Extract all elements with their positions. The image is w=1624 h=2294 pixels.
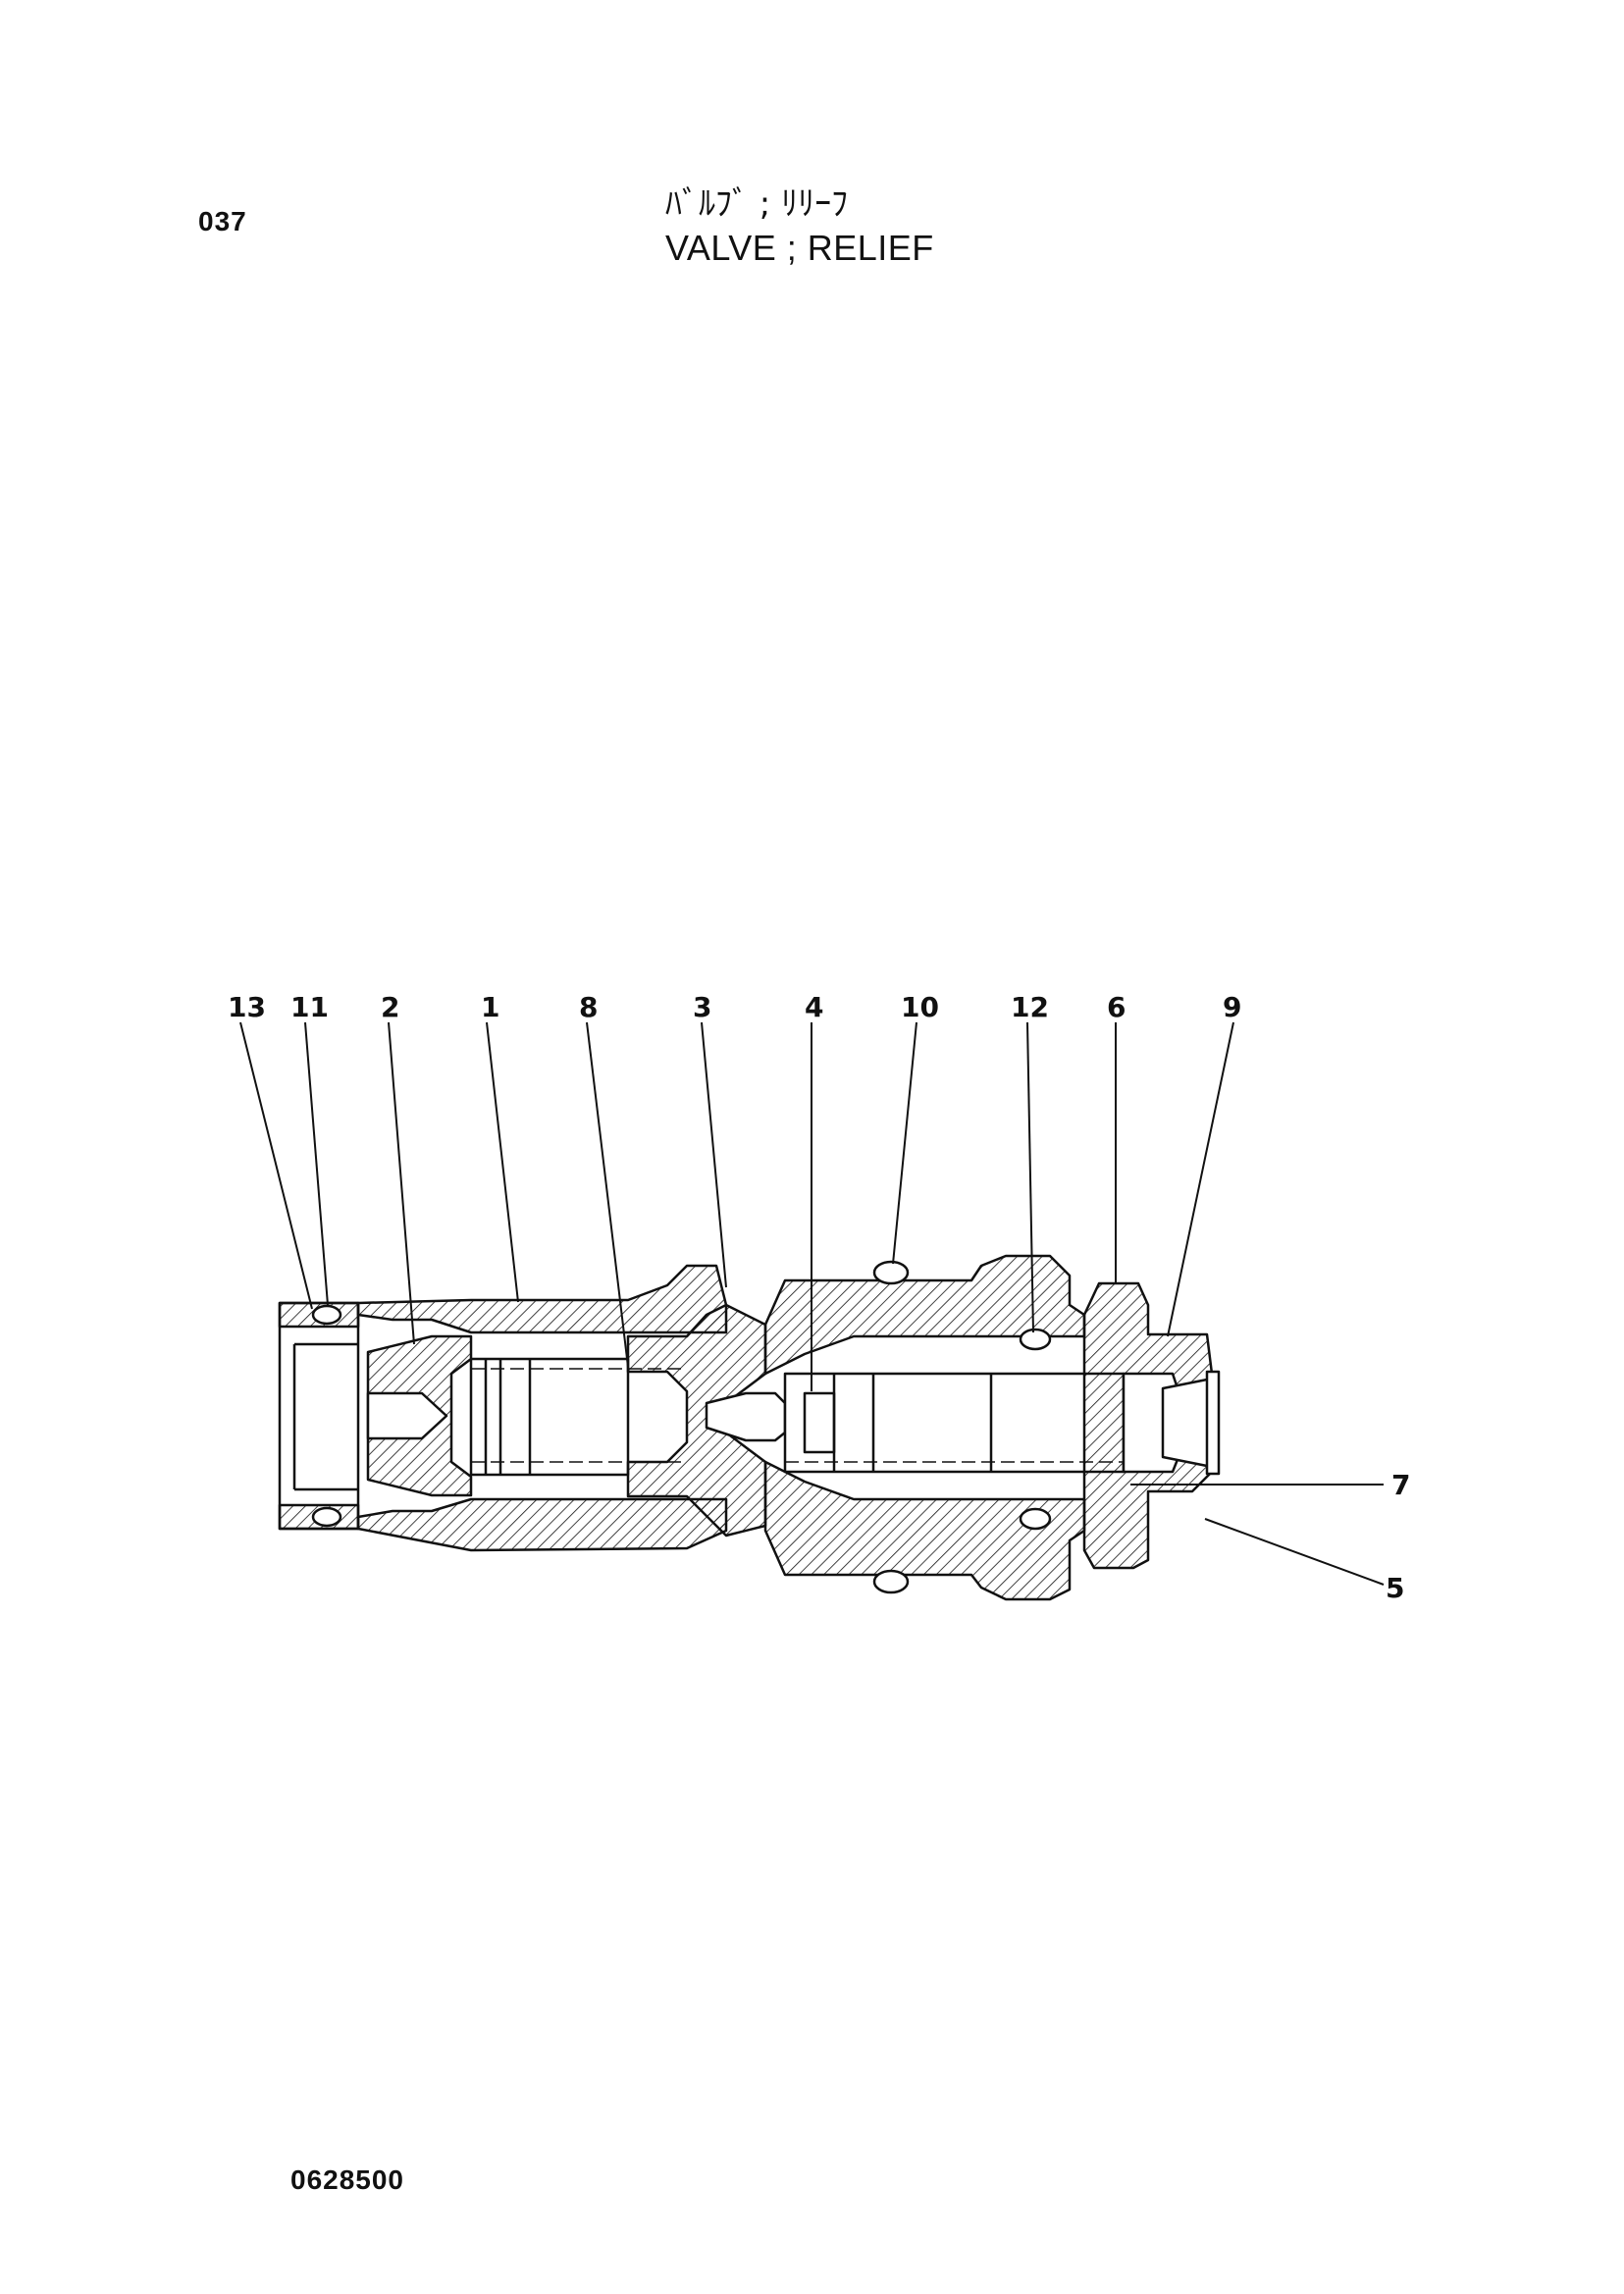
callout-5: 5 (1386, 1572, 1404, 1604)
part-13-plug (278, 1301, 360, 1531)
callout-9: 9 (1223, 991, 1241, 1023)
part-10-o-ring-top (872, 1260, 910, 1285)
part-12-o-ring-top (1019, 1328, 1052, 1351)
callout-2: 2 (381, 991, 399, 1023)
callout-10: 10 (901, 991, 939, 1023)
callout-7: 7 (1391, 1469, 1410, 1501)
part-3-seat (626, 1303, 767, 1538)
leader-lines (239, 1021, 1385, 1586)
part-12-o-ring-bottom (1019, 1507, 1052, 1531)
drawing-number: 0628500 (290, 2164, 405, 2195)
part-6-housing-upper (763, 1254, 1086, 1376)
title-japanese: ﾊﾞﾙﾌﾞ ; ﾘﾘｰﾌ (665, 184, 849, 224)
part-5-nut (1161, 1377, 1214, 1469)
part-11-o-ring-bottom (311, 1506, 342, 1528)
part-11-o-ring-top (311, 1304, 342, 1326)
callout-11: 11 (290, 991, 329, 1023)
title-english: VALVE ; RELIEF (665, 228, 934, 268)
part-4-piston (783, 1372, 1128, 1474)
callout-labels: 13 11 2 1 8 3 4 10 12 6 9 7 5 (228, 991, 1410, 1604)
valve-assembly (278, 1254, 1221, 1601)
part-8-spring (469, 1357, 687, 1477)
callout-8: 8 (579, 991, 598, 1023)
part-6-housing-lower (763, 1460, 1086, 1601)
part-1-body-lower (356, 1497, 728, 1552)
callout-13: 13 (228, 991, 266, 1023)
title-block: ﾊﾞﾙﾌﾞ ; ﾘﾘｰﾌ VALVE ; RELIEF (665, 182, 934, 271)
page-number: 037 (198, 206, 247, 236)
callout-3: 3 (693, 991, 711, 1023)
callout-1: 1 (481, 991, 499, 1023)
callout-12: 12 (1011, 991, 1049, 1023)
part-10-o-ring-bottom (872, 1569, 910, 1594)
part-1-body-upper (356, 1264, 728, 1334)
callout-4: 4 (805, 991, 823, 1023)
callout-6: 6 (1107, 991, 1126, 1023)
